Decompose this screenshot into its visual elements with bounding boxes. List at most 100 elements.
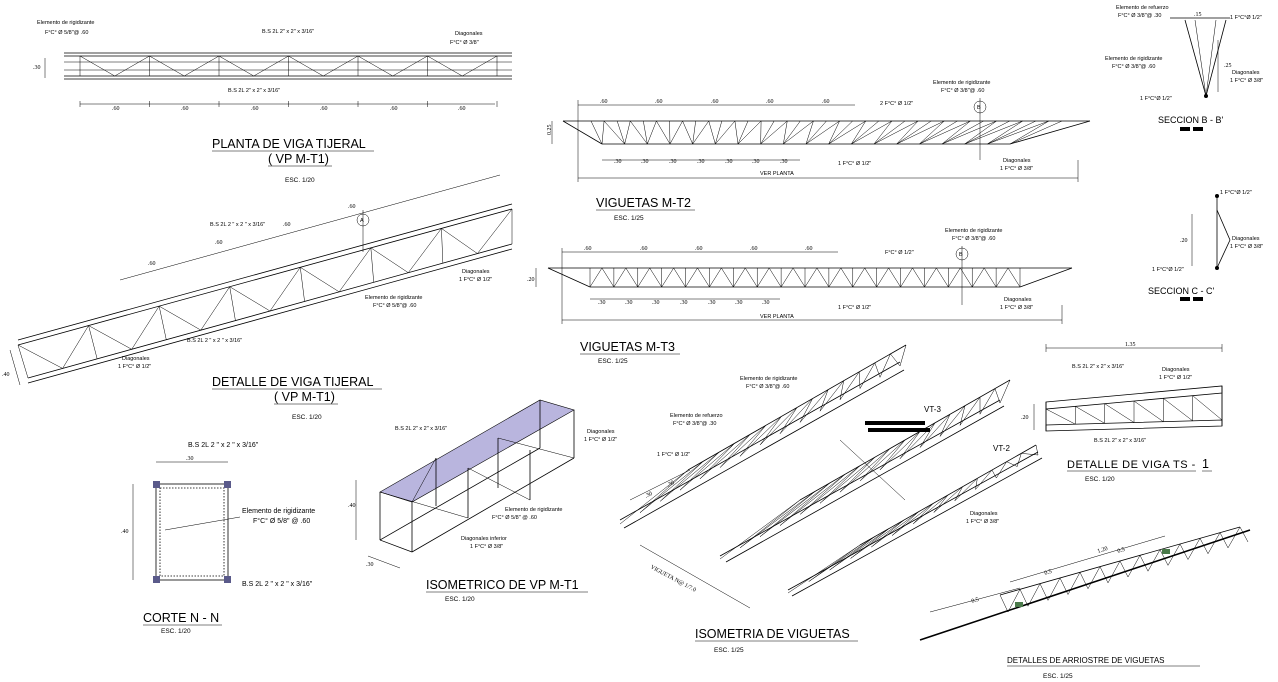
- seccion-c: [1180, 194, 1231, 301]
- ts-diag-spec: 1 F°C° Ø 1/2": [1159, 375, 1192, 381]
- corte-title: CORTE N - N: [143, 611, 219, 625]
- detalle-viga-tijeral: [9, 174, 513, 386]
- t3-ver-planta: VER PLANTA: [760, 314, 794, 320]
- detalle-diag: Diagonales: [462, 269, 490, 275]
- ts-diag: Diagonales: [1162, 367, 1190, 373]
- detalle-diag2: Diagonales: [122, 356, 150, 362]
- iso-diag-inf: Diagonales inferior: [461, 536, 507, 542]
- t3-dim-height: .20: [527, 277, 535, 283]
- detalle-diag-spec: 1 F°C° Ø 1/2": [459, 277, 492, 283]
- detalle-bs-top: B.S 2L 2 " x 2 " x 3/16": [210, 222, 265, 228]
- isov-scale: ESC. 1/25: [714, 647, 744, 654]
- svg-text:.60: .60: [181, 106, 189, 112]
- secc-fc12-bot: 1 F°C°Ø 1/2": [1152, 267, 1184, 273]
- corte-elem-rig: Elemento de rigidizante: [242, 508, 315, 515]
- svg-text:.60: .60: [458, 106, 466, 112]
- secc-title: SECCION C - C': [1148, 286, 1215, 296]
- iso-elem-rig-spec: F°C° Ø 5/8" @ .60: [492, 515, 537, 521]
- corte-bs-bottom: B.S 2L 2 " x 2 " x 3/16": [242, 581, 313, 588]
- svg-text:.60: .60: [112, 106, 120, 112]
- isov-dim2: .30: [666, 480, 675, 489]
- t2-scale: ESC. 1/25: [614, 215, 644, 222]
- seccion-b: [1170, 17, 1230, 131]
- ts-dim-20: .20: [1021, 415, 1029, 421]
- isov-dim1: .30: [644, 491, 653, 500]
- secc-diag-spec: 1 F°C° Ø 3/8": [1230, 244, 1263, 250]
- title-underlines: [143, 150, 1212, 667]
- secb-fc12-top: 1 F°C°Ø 1/2": [1230, 15, 1262, 21]
- planta-elem-rig: Elemento de rigidizante: [37, 20, 94, 26]
- arr-dim2: 0.5: [1117, 547, 1126, 555]
- svg-text:.60: .60: [655, 99, 663, 105]
- arr-scale: ESC. 1/25: [1043, 673, 1073, 680]
- isov-elem-rig: Elemento de rigidizante: [740, 376, 797, 382]
- ts-title: DETALLE DE VIGA TS -: [1067, 459, 1196, 471]
- svg-text:.60: .60: [320, 106, 328, 112]
- ts-scale: ESC. 1/20: [1085, 476, 1115, 483]
- isov-elem-ref-spec: F°C° Ø 3/8"@ .30: [673, 421, 716, 427]
- t2-elem-rig: Elemento de rigidizante: [933, 80, 990, 86]
- isov-title: ISOMETRIA DE VIGUETAS: [695, 627, 850, 641]
- isov-fc12: 1 F°C° Ø 1/2": [657, 452, 690, 458]
- secb-elem-rig-spec: F°C° Ø 3/8"@ .60: [1112, 64, 1155, 70]
- planta-elem-rig-spec: F°C° Ø 5/8"@ .60: [45, 30, 88, 36]
- detalle-scale: ESC. 1/20: [292, 414, 322, 421]
- detalle-title-sub: ( VP M-T1): [274, 390, 335, 404]
- svg-text:.60: .60: [750, 246, 758, 252]
- svg-text:.60: .60: [251, 106, 259, 112]
- detalle-bs-bottom: B.S 2L 2 " x 2 " x 3/16": [187, 338, 242, 344]
- iso-title: ISOMETRICO DE VP M-T1: [426, 578, 579, 592]
- planta-bs-top: B.S 2L 2" x 2" x 3/16": [262, 29, 314, 35]
- svg-text:.60: .60: [600, 99, 608, 105]
- detalle-dim-40: .40: [2, 372, 10, 378]
- detalle-dim2: .60: [215, 240, 223, 246]
- svg-text:.30: .30: [735, 300, 743, 306]
- secb-elem-ref: Elemento de refuerzo: [1116, 5, 1169, 11]
- planta-title-sub: ( VP M-T1): [268, 152, 329, 166]
- svg-text:.30: .30: [780, 159, 788, 165]
- svg-text:.60: .60: [766, 99, 774, 105]
- svg-text:.30: .30: [697, 159, 705, 165]
- svg-text:.60: .60: [711, 99, 719, 105]
- secc-dim-20: .20: [1180, 238, 1188, 244]
- svg-text:.30: .30: [725, 159, 733, 165]
- svg-text:.30: .30: [752, 159, 760, 165]
- t2-sec-mark: B: [977, 105, 981, 111]
- t3-title: VIGUETAS M-T3: [580, 340, 675, 354]
- secb-elem-ref-spec: F°C° Ø 3/8"@ .30: [1118, 13, 1161, 19]
- planta-diag-spec: F°C° Ø 3/8": [450, 40, 479, 46]
- secc-fc12-top: 1 F°C°Ø 1/2": [1220, 190, 1252, 196]
- svg-text:.60: .60: [584, 246, 592, 252]
- isov-diag: Diagonales: [970, 511, 998, 517]
- iso-scale: ESC. 1/20: [445, 596, 475, 603]
- corte-scale: ESC. 1/20: [161, 628, 191, 635]
- isov-diag-spec: 1 F°C° Ø 3/8": [966, 519, 999, 525]
- secb-fc12-bot: 1 F°C°Ø 1/2": [1140, 96, 1172, 102]
- secb-dim-15: .15: [1194, 12, 1202, 18]
- corte-dim-40: .40: [121, 529, 129, 535]
- isov-elem-ref: Elemento de refuerzo: [670, 413, 723, 419]
- detalle-title: DETALLE DE VIGA TIJERAL: [212, 375, 373, 389]
- secb-diag: Diagonales: [1232, 70, 1260, 76]
- secb-diag-spec: 1 F°C° Ø 3/8": [1230, 78, 1263, 84]
- detalle-dim1: .60: [148, 261, 156, 267]
- corte-n-n: [132, 461, 241, 583]
- svg-text:.30: .30: [625, 300, 633, 306]
- secb-dim-25: .25: [1224, 63, 1232, 69]
- arr-dim-120: 1.20: [1097, 546, 1109, 555]
- detalle-viga-ts: [1033, 344, 1223, 432]
- t2-ver-planta: VER PLANTA: [760, 171, 794, 177]
- svg-text:.30: .30: [598, 300, 606, 306]
- arr-dim1: 0.5: [1044, 569, 1053, 577]
- detalle-sec-mark: A: [360, 218, 364, 224]
- isometria-viguetas: [619, 344, 1043, 609]
- arr-title: DETALLES DE ARRIOSTRE DE VIGUETAS: [1007, 656, 1165, 665]
- t2-diag-spec: 1 F°C° Ø 3/8": [1000, 166, 1033, 172]
- t3-sec-mark: B: [959, 252, 963, 258]
- planta-viga-tijeral: [44, 52, 512, 107]
- svg-text:.30: .30: [708, 300, 716, 306]
- isov-vt3: VT-3: [924, 405, 941, 414]
- svg-text:.60: .60: [695, 246, 703, 252]
- isov-vt2: VT-2: [993, 444, 1010, 453]
